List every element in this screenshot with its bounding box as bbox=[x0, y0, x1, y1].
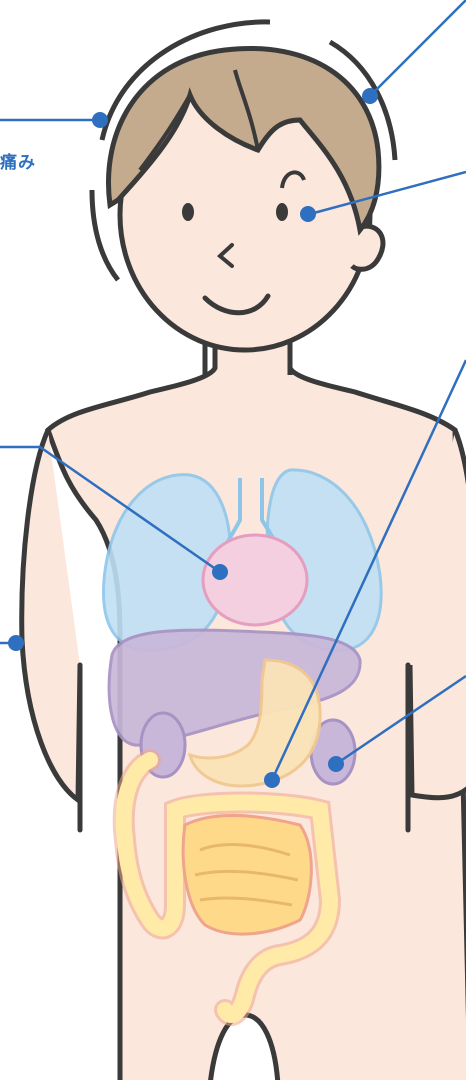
pointer-dot-icon bbox=[362, 88, 378, 104]
pointer-dot-icon bbox=[8, 635, 24, 651]
pointer-dot-icon bbox=[328, 756, 344, 772]
heart bbox=[203, 535, 307, 625]
pointer-dot-icon bbox=[264, 772, 280, 788]
left-eye bbox=[182, 203, 194, 221]
pointer-dot-icon bbox=[92, 112, 108, 128]
pointer-dot-icon bbox=[300, 206, 316, 222]
callout-head-label: 痛み bbox=[0, 148, 36, 173]
pointer-dot-icon bbox=[212, 564, 228, 580]
right-eye bbox=[276, 203, 288, 221]
